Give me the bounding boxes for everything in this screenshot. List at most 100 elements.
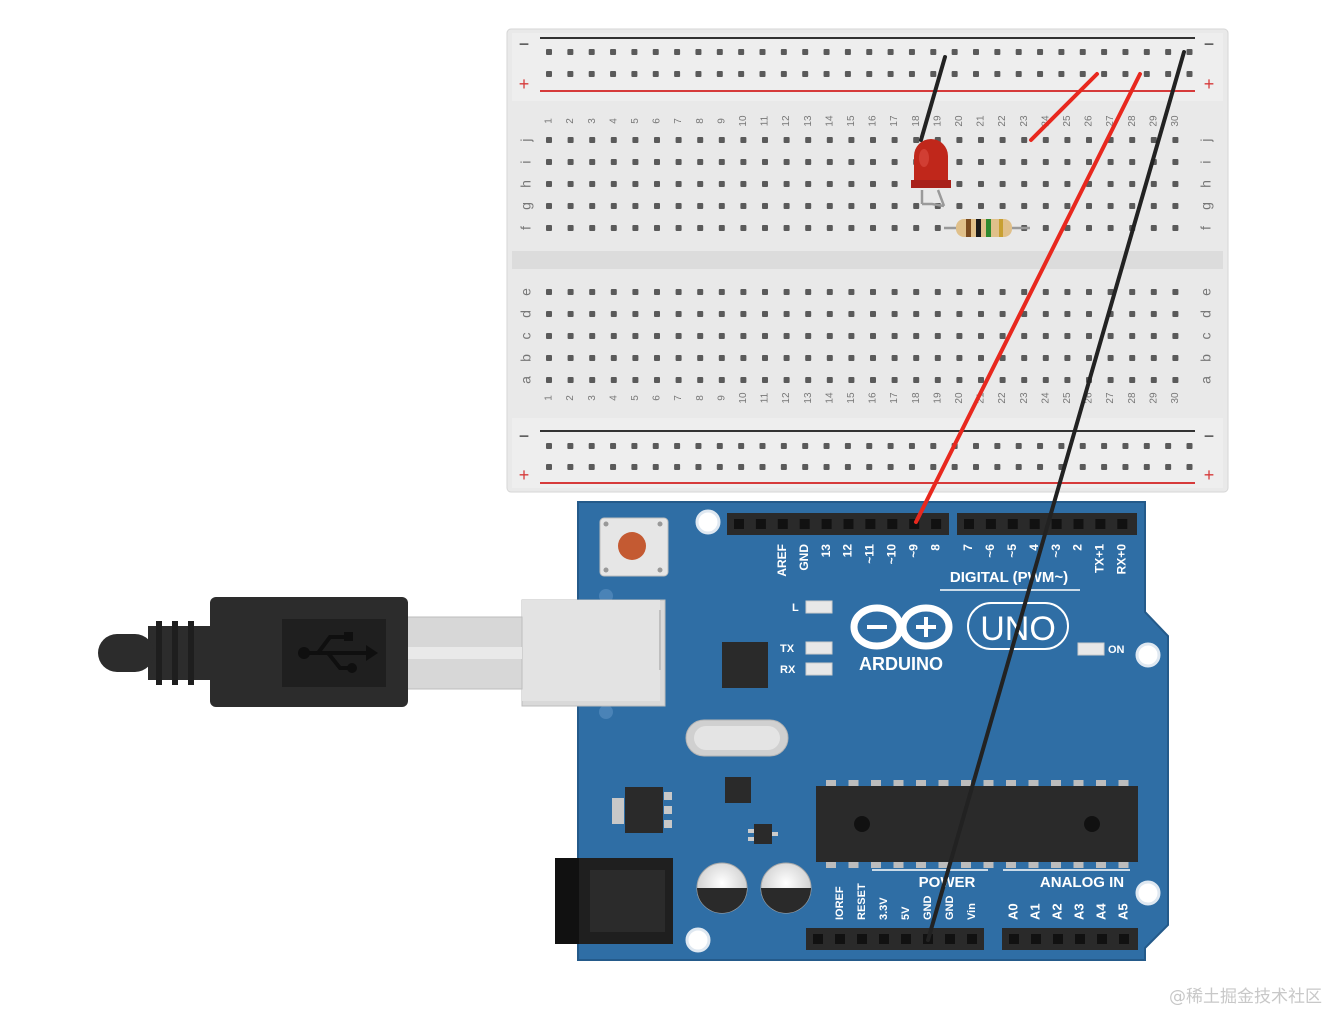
- breadboard-hole[interactable]: [826, 159, 833, 165]
- breadboard-hole[interactable]: [718, 181, 725, 187]
- breadboard-hole[interactable]: [718, 159, 725, 165]
- breadboard-hole[interactable]: [1101, 464, 1108, 470]
- breadboard-hole[interactable]: [1042, 159, 1049, 165]
- breadboard-hole[interactable]: [610, 49, 617, 55]
- breadboard-hole[interactable]: [762, 355, 768, 361]
- breadboard-hole[interactable]: [675, 181, 682, 187]
- breadboard-hole[interactable]: [870, 377, 876, 383]
- breadboard-hole[interactable]: [978, 203, 984, 209]
- breadboard-hole[interactable]: [589, 181, 596, 187]
- breadboard-hole[interactable]: [1107, 377, 1114, 383]
- header-socket[interactable]: [857, 934, 867, 944]
- breadboard-hole[interactable]: [762, 311, 768, 317]
- breadboard-hole[interactable]: [1042, 181, 1049, 187]
- header-socket[interactable]: [1051, 519, 1062, 529]
- breadboard-hole[interactable]: [826, 137, 833, 143]
- breadboard-hole[interactable]: [823, 71, 830, 77]
- breadboard-hole[interactable]: [805, 289, 812, 295]
- breadboard-hole[interactable]: [1058, 443, 1065, 449]
- breadboard-hole[interactable]: [697, 159, 704, 165]
- breadboard-hole[interactable]: [1172, 311, 1179, 317]
- breadboard-hole[interactable]: [866, 464, 873, 470]
- breadboard-hole[interactable]: [610, 443, 617, 449]
- breadboard-hole[interactable]: [978, 159, 984, 165]
- breadboard-hole[interactable]: [891, 225, 898, 231]
- breadboard-hole[interactable]: [1150, 333, 1157, 339]
- breadboard-hole[interactable]: [1150, 355, 1157, 361]
- breadboard-hole[interactable]: [891, 377, 898, 383]
- breadboard-hole[interactable]: [718, 311, 725, 317]
- breadboard-hole[interactable]: [567, 181, 574, 187]
- breadboard-hole[interactable]: [891, 289, 898, 295]
- breadboard-hole[interactable]: [805, 159, 812, 165]
- breadboard-hole[interactable]: [1129, 137, 1136, 143]
- breadboard-hole[interactable]: [695, 443, 702, 449]
- breadboard-hole[interactable]: [891, 181, 898, 187]
- breadboard-hole[interactable]: [973, 49, 979, 55]
- breadboard-hole[interactable]: [780, 464, 787, 470]
- usb-cable[interactable]: [98, 597, 523, 707]
- breadboard-hole[interactable]: [994, 464, 1001, 470]
- breadboard-hole[interactable]: [567, 225, 574, 231]
- breadboard-hole[interactable]: [1042, 311, 1049, 317]
- header-socket[interactable]: [734, 519, 744, 529]
- breadboard-hole[interactable]: [1086, 311, 1092, 317]
- breadboard-hole[interactable]: [1129, 311, 1136, 317]
- breadboard-hole[interactable]: [999, 137, 1006, 143]
- breadboard-hole[interactable]: [567, 355, 574, 361]
- breadboard-hole[interactable]: [783, 311, 790, 317]
- breadboard-hole[interactable]: [740, 289, 747, 295]
- breadboard-hole[interactable]: [610, 137, 617, 143]
- breadboard-hole[interactable]: [675, 311, 682, 317]
- breadboard-hole[interactable]: [887, 71, 894, 77]
- breadboard-hole[interactable]: [1015, 71, 1022, 77]
- breadboard-hole[interactable]: [802, 71, 809, 77]
- breadboard-hole[interactable]: [718, 333, 725, 339]
- breadboard-hole[interactable]: [546, 203, 552, 209]
- breadboard-hole[interactable]: [675, 203, 682, 209]
- breadboard-hole[interactable]: [589, 137, 596, 143]
- breadboard-hole[interactable]: [567, 289, 574, 295]
- breadboard-hole[interactable]: [652, 49, 659, 55]
- breadboard-hole[interactable]: [913, 225, 920, 231]
- breadboard-hole[interactable]: [1122, 464, 1129, 470]
- breadboard-hole[interactable]: [1042, 225, 1049, 231]
- breadboard-hole[interactable]: [740, 355, 747, 361]
- breadboard-hole[interactable]: [999, 203, 1006, 209]
- breadboard-hole[interactable]: [697, 355, 704, 361]
- breadboard-hole[interactable]: [870, 159, 876, 165]
- breadboard-hole[interactable]: [956, 355, 963, 361]
- breadboard-hole[interactable]: [973, 464, 979, 470]
- breadboard-hole[interactable]: [716, 71, 723, 77]
- breadboard-hole[interactable]: [631, 71, 638, 77]
- breadboard-hole[interactable]: [567, 464, 574, 470]
- header-socket[interactable]: [1073, 519, 1084, 529]
- breadboard-hole[interactable]: [1079, 49, 1086, 55]
- header-socket[interactable]: [1009, 934, 1019, 944]
- breadboard-hole[interactable]: [1122, 71, 1129, 77]
- breadboard-hole[interactable]: [589, 289, 596, 295]
- breadboard-hole[interactable]: [1150, 377, 1157, 383]
- breadboard-hole[interactable]: [654, 225, 660, 231]
- breadboard-hole[interactable]: [994, 49, 1001, 55]
- breadboard-hole[interactable]: [780, 71, 787, 77]
- breadboard-hole[interactable]: [762, 289, 768, 295]
- breadboard-hole[interactable]: [632, 181, 639, 187]
- breadboard-hole[interactable]: [1021, 289, 1028, 295]
- breadboard-hole[interactable]: [887, 49, 894, 55]
- breadboard-hole[interactable]: [1107, 181, 1114, 187]
- breadboard-hole[interactable]: [567, 137, 574, 143]
- breadboard-hole[interactable]: [956, 137, 963, 143]
- breadboard-hole[interactable]: [844, 464, 851, 470]
- breadboard-hole[interactable]: [1143, 71, 1150, 77]
- header-socket[interactable]: [1117, 519, 1128, 529]
- breadboard-hole[interactable]: [740, 181, 747, 187]
- breadboard-hole[interactable]: [1122, 49, 1129, 55]
- breadboard-hole[interactable]: [718, 137, 725, 143]
- breadboard-hole[interactable]: [675, 225, 682, 231]
- breadboard-hole[interactable]: [675, 355, 682, 361]
- breadboard-hole[interactable]: [783, 203, 790, 209]
- breadboard-hole[interactable]: [1150, 181, 1157, 187]
- breadboard-hole[interactable]: [546, 333, 552, 339]
- breadboard-hole[interactable]: [973, 71, 979, 77]
